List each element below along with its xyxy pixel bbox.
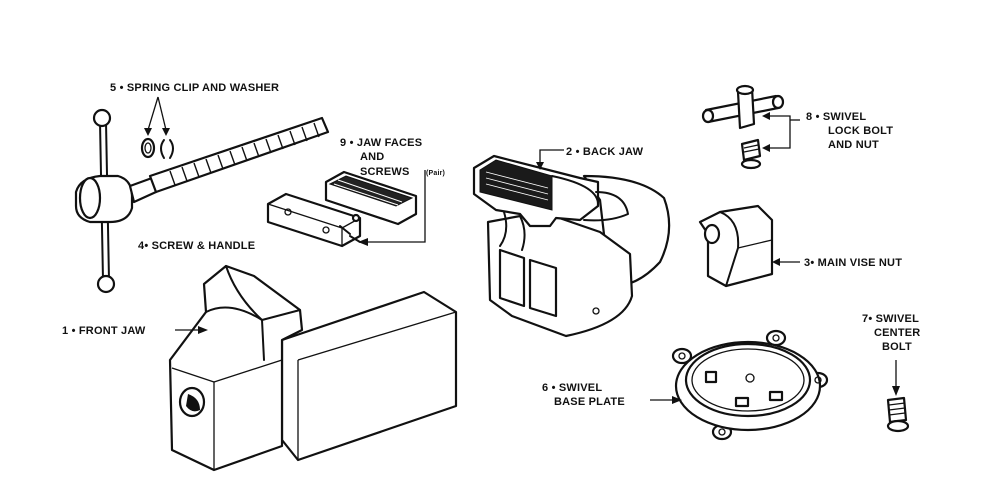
handle-knob-bottom [96, 274, 116, 294]
swivel-lock-bolt-and-nut [701, 84, 800, 170]
label-jaw-faces-note: (Pair) [426, 170, 445, 177]
vise-nut-bore [703, 223, 721, 245]
screw-and-handle [74, 108, 330, 294]
label-swivel-lock-3: AND NUT [828, 139, 879, 151]
label-swivel-center-1: 7• SWIVEL [862, 313, 919, 325]
vise-nut-body [698, 204, 774, 288]
back-jaw [472, 149, 671, 338]
spring-clip [160, 139, 174, 159]
label-swivel-base-2: BASE PLATE [554, 396, 625, 408]
label-spring-clip: 5 • SPRING CLIP AND WASHER [110, 82, 279, 94]
jaw-face-plain [266, 192, 362, 248]
threaded-rod [148, 116, 330, 194]
base-plate-center-hole [745, 373, 755, 383]
label-swivel-base-1: 6 • SWIVEL [542, 382, 602, 394]
front-jaw [168, 264, 458, 472]
part-labels: 5 • SPRING CLIP AND WASHER 4• SCREW & HA… [62, 82, 920, 408]
label-jaw-faces-3: SCREWS [360, 166, 409, 178]
label-back-jaw: 2 • BACK JAW [566, 146, 644, 158]
washer [140, 137, 156, 159]
thread-marks [169, 122, 320, 186]
label-main-vise-nut: 3• MAIN VISE NUT [804, 257, 902, 269]
swivel-base-plate [650, 329, 829, 441]
label-swivel-center-2: CENTER [874, 327, 920, 339]
label-jaw-faces-1: 9 • JAW FACES [340, 137, 422, 149]
front-jaw-slide-bar [280, 290, 458, 462]
back-jaw-window [498, 248, 526, 308]
label-screw-handle: 4• SCREW & HANDLE [138, 240, 255, 252]
jaw-faces-and-screws [266, 170, 426, 248]
label-swivel-lock-1: 8 • SWIVEL [806, 111, 866, 123]
spring-clip-and-washer [140, 96, 174, 159]
front-jaw-body [168, 264, 304, 472]
swivel-center-bolt [886, 360, 910, 433]
label-swivel-lock-2: LOCK BOLT [828, 125, 893, 137]
handle-knob-top [92, 108, 112, 128]
main-vise-nut [698, 204, 800, 288]
label-jaw-faces-2: AND [360, 151, 384, 163]
label-swivel-center-3: BOLT [882, 341, 912, 353]
center-bolt-head [886, 419, 910, 433]
label-front-jaw: 1 • FRONT JAW [62, 325, 146, 337]
back-jaw-serrations [479, 159, 553, 211]
